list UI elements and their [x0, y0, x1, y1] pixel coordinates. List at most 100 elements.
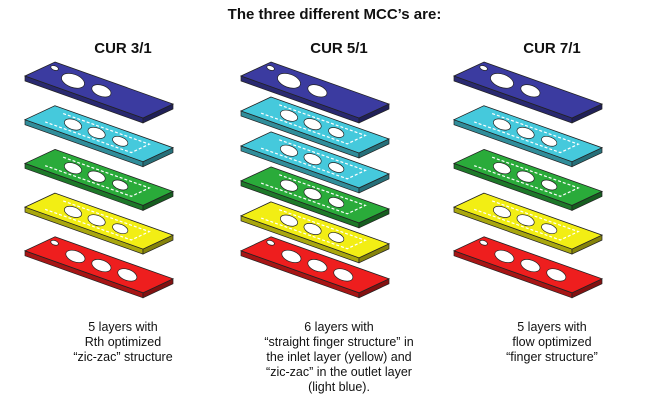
plate-hole [87, 126, 106, 139]
caption-line: “zic-zac” structure [73, 350, 173, 364]
plate-hole [281, 249, 302, 263]
plate-hole [50, 65, 59, 71]
caption-line: 6 layers with [304, 320, 374, 334]
layer-plate-light-blue [452, 105, 604, 168]
layer-stack-cur-5-1 [239, 58, 439, 308]
plate-hole [64, 118, 82, 131]
layer-plate-light-blue [239, 131, 391, 194]
channel-structure [260, 174, 367, 215]
plate-hole [112, 223, 129, 235]
plate-hole [328, 197, 345, 208]
layer-stack-cur-3-1 [23, 58, 223, 308]
plate-hole [303, 118, 322, 131]
plate-hole [493, 205, 511, 218]
plate-hole [479, 239, 488, 246]
caption-line: flow optimized [512, 335, 592, 349]
layer-plate-dark-blue [239, 61, 391, 124]
channel-structure [260, 209, 367, 250]
plate-hole [303, 188, 322, 200]
layer-plate-red [452, 236, 604, 299]
plate-hole [87, 170, 106, 183]
plate-hole [516, 126, 535, 139]
plate-hole [280, 214, 298, 227]
plate-hole [479, 65, 488, 71]
plate-hole [266, 65, 275, 71]
channel-structure [44, 200, 151, 241]
layer-plate-green [239, 166, 391, 229]
layer-plate-yellow [23, 192, 175, 255]
column-title-cur-3-1: CUR 3/1 [94, 40, 152, 57]
plate-hole [266, 239, 275, 246]
plate-hole [307, 259, 328, 273]
channel-structure [473, 200, 580, 241]
layer-plate-red [23, 236, 175, 299]
plate-hole [546, 268, 567, 282]
layer-stack-cur-7-1 [452, 58, 652, 308]
plate-hole [64, 162, 82, 175]
plate-hole [64, 205, 82, 218]
caption-line: “straight finger structure” in [264, 335, 414, 349]
plate-hole [307, 84, 328, 98]
layer-plate-yellow [239, 201, 391, 264]
caption-line: “finger structure” [506, 350, 598, 364]
column-title-cur-7-1: CUR 7/1 [523, 40, 581, 57]
plate-hole [328, 232, 345, 243]
layer-stack-svg [23, 61, 175, 299]
plate-hole [493, 118, 511, 131]
plate-hole [50, 239, 59, 246]
channel-structure [44, 112, 151, 154]
layer-plate-light-blue [239, 96, 391, 159]
channel-structure [260, 104, 367, 145]
plate-hole [333, 268, 354, 282]
layer-plate-light-blue [23, 105, 175, 168]
layer-plate-red [239, 236, 391, 299]
plate-hole [516, 214, 535, 227]
plate-hole [520, 259, 541, 273]
plate-hole [541, 179, 558, 191]
plate-hole [493, 162, 511, 175]
channel-structure [44, 156, 151, 197]
plate-hole [91, 259, 112, 273]
plate-hole [303, 223, 322, 235]
layer-stack-svg [452, 61, 604, 299]
caption-cur-5-1: 6 layers with“straight finger structure”… [229, 320, 449, 395]
plate-hole [494, 249, 515, 263]
column-title-cur-5-1: CUR 5/1 [310, 40, 368, 57]
plate-hole [280, 144, 298, 157]
plate-hole [277, 73, 301, 89]
caption-line: Rth optimized [84, 335, 162, 349]
layer-plate-dark-blue [23, 61, 175, 124]
channel-structure [473, 112, 580, 154]
plate-hole [541, 135, 558, 147]
caption-line: “zic-zac” in the outlet layer [266, 365, 412, 379]
caption-line: 5 layers with [88, 320, 158, 334]
channel-structure [473, 156, 580, 197]
plate-hole [112, 135, 129, 147]
plate-hole [87, 214, 106, 227]
plate-hole [280, 179, 298, 192]
plate-hole [117, 268, 138, 282]
plate-hole [91, 84, 112, 98]
diagram-heading: The three different MCC’s are: [227, 6, 442, 23]
channel-structure [260, 139, 367, 180]
plate-hole [516, 170, 535, 183]
plate-hole [112, 179, 129, 191]
caption-line: 5 layers with [517, 320, 587, 334]
plate-hole [61, 73, 85, 89]
plate-hole [303, 153, 322, 166]
plate-hole [541, 223, 558, 235]
layer-stack-svg [239, 61, 391, 299]
plate-hole [520, 84, 541, 98]
plate-hole [490, 73, 514, 89]
plate-hole [328, 127, 345, 138]
layer-plate-dark-blue [452, 61, 604, 124]
layer-plate-green [452, 148, 604, 211]
plate-hole [328, 162, 345, 173]
layer-plate-yellow [452, 192, 604, 255]
plate-hole [65, 249, 86, 263]
layer-plate-green [23, 148, 175, 211]
plate-hole [280, 109, 298, 122]
caption-line: (light blue). [308, 380, 370, 394]
